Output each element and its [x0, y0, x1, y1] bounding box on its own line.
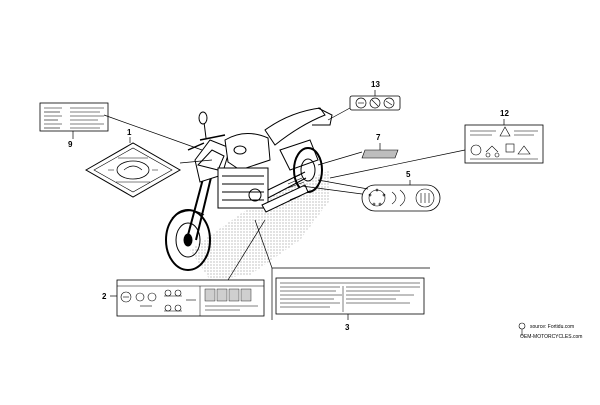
- label-3-information[interactable]: [275, 277, 425, 315]
- part-number-5: 5: [406, 170, 411, 179]
- label-2-loading[interactable]: [116, 279, 265, 317]
- label-7-strip[interactable]: [361, 149, 399, 159]
- part-number-12: 9: [68, 140, 73, 149]
- label-9-warning[interactable]: [464, 124, 544, 164]
- label-5-round[interactable]: [361, 184, 441, 212]
- source-watermark: source: Fortidu.com OEM-MOTORCYCLES.com: [518, 322, 582, 340]
- part-number-13: 13: [371, 80, 380, 89]
- part-number-3: 3: [345, 323, 350, 332]
- motorcycle-illustration: [165, 107, 333, 271]
- part-number-2: 2: [102, 292, 107, 301]
- label-12-spec-table[interactable]: [39, 102, 109, 132]
- part-number-7: 7: [376, 133, 381, 142]
- label-13-icon-strip[interactable]: [349, 95, 401, 111]
- watermark-line-2: OEM-MOTORCYCLES.com: [520, 334, 582, 340]
- label-1-diamond[interactable]: [84, 142, 182, 198]
- watermark-line-1: source: Fortidu.com: [530, 324, 574, 330]
- part-number-1: 1: [127, 128, 132, 137]
- part-number-9: 12: [500, 109, 509, 118]
